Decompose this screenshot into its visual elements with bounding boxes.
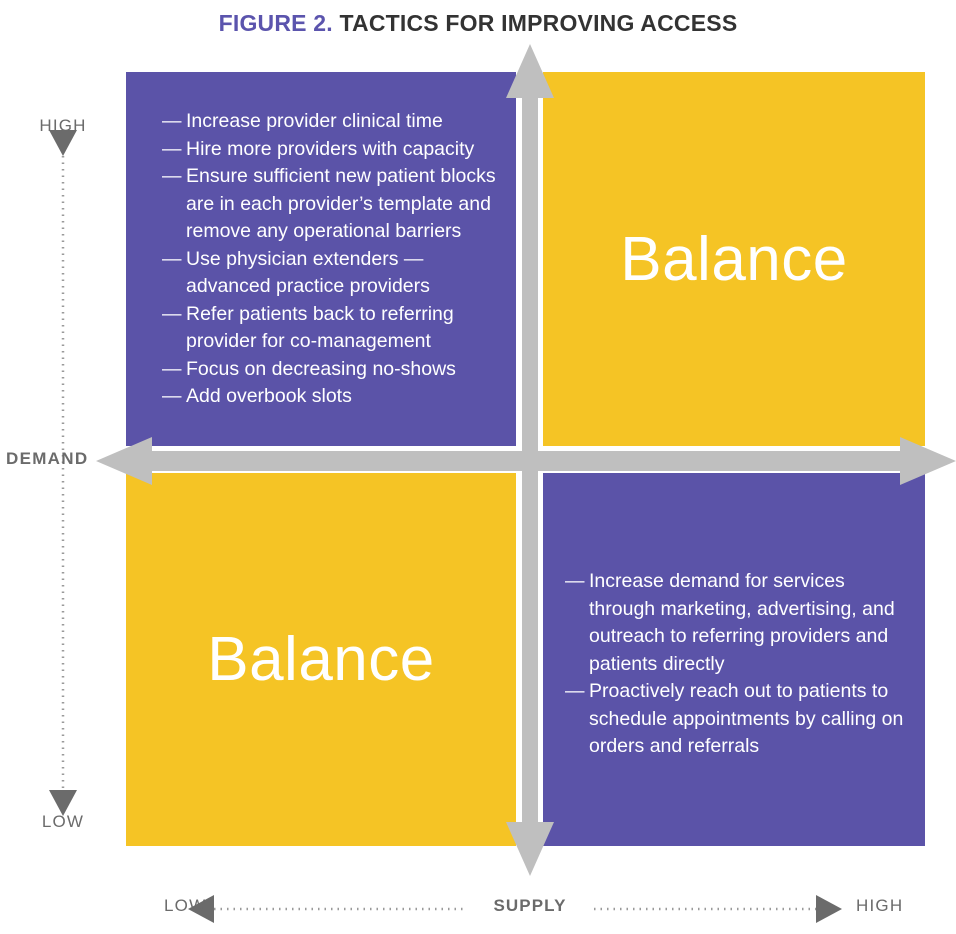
list-item: —Refer patients back to referring provid… (162, 301, 507, 356)
em-dash-icon: — (162, 385, 182, 407)
list-item-text: Increase provider clinical time (186, 110, 443, 132)
figure-title-text: TACTICS FOR IMPROVING ACCESS (339, 10, 738, 36)
list-item-text: Refer patients back to referring provide… (186, 302, 454, 353)
list-item: —Focus on decreasing no-shows (162, 356, 507, 384)
em-dash-icon: — (162, 137, 182, 160)
figure-number: FIGURE 2. (218, 10, 333, 36)
em-dash-icon: — (565, 570, 585, 592)
quadrant-top-left: —Increase provider clinical time —Hire m… (126, 72, 516, 446)
demand-low-label: LOW (41, 812, 85, 831)
supply-high-label: HIGH (856, 896, 904, 915)
list-item-text: Add overbook slots (186, 385, 352, 407)
em-dash-icon: — (162, 302, 182, 325)
em-dash-icon: — (162, 165, 182, 187)
arrow-down-icon (49, 790, 77, 816)
arrow-up-icon (49, 130, 77, 156)
arrow-left-icon (188, 895, 214, 923)
quadrant-bottom-right-list: —Increase demand for services through ma… (565, 568, 915, 761)
list-item-text: Increase demand for services through mar… (589, 570, 895, 675)
list-item: —Increase demand for services through ma… (565, 568, 915, 678)
em-dash-icon: — (162, 357, 182, 380)
quadrant-bottom-right: —Increase demand for services through ma… (543, 473, 925, 846)
demand-axis-title: DEMAND (6, 449, 89, 468)
em-dash-icon: — (565, 680, 585, 702)
quadrant-bottom-left: Balance (126, 473, 516, 846)
supply-dotted-line (188, 895, 842, 923)
supply-low-label: LOW (164, 896, 207, 915)
list-item: —Proactively reach out to patients to sc… (565, 678, 915, 761)
quadrant-top-right: Balance (543, 72, 925, 446)
quadrant-top-left-list: —Increase provider clinical time —Hire m… (162, 108, 507, 411)
em-dash-icon: — (162, 247, 182, 270)
list-item-text: Proactively reach out to patients to sch… (589, 680, 904, 757)
list-item: —Add overbook slots (162, 383, 507, 411)
list-item-text: Hire more providers with capacity (186, 137, 475, 160)
balance-label: Balance (620, 224, 848, 294)
supply-axis-title: SUPPLY (493, 896, 567, 915)
supply-scale: LOW SUPPLY HIGH (0, 884, 956, 934)
arrow-right-icon (816, 895, 842, 923)
demand-high-label: HIGH (39, 116, 87, 135)
quadrant-matrix: —Increase provider clinical time —Hire m… (126, 72, 925, 846)
em-dash-icon: — (162, 110, 182, 132)
list-item: —Ensure sufficient new patient blocks ar… (162, 163, 507, 246)
list-item-text: Use physician extenders — advanced pract… (186, 247, 430, 298)
page-title: FIGURE 2. TACTICS FOR IMPROVING ACCESS (0, 10, 956, 37)
list-item: —Hire more providers with capacity (162, 136, 507, 164)
double-arrow-horizontal-icon (96, 437, 956, 485)
demand-scale: HIGH LOW (0, 100, 126, 846)
balance-label: Balance (207, 625, 435, 694)
list-item: —Use physician extenders — advanced prac… (162, 246, 507, 301)
horizontal-axis-arrow (96, 437, 956, 485)
demand-dotted-line (49, 130, 77, 816)
list-item-text: Focus on decreasing no-shows (186, 357, 456, 380)
list-item: —Increase provider clinical time (162, 108, 507, 136)
list-item-text: Ensure sufficient new patient blocks are… (186, 165, 496, 242)
